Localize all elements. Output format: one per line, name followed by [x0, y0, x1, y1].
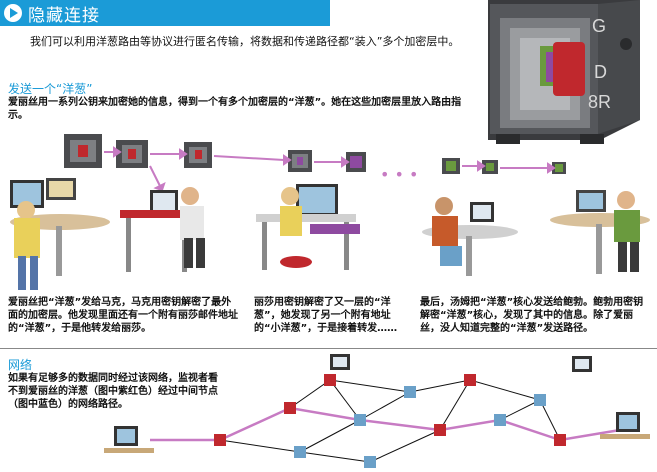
safe-letter-g: G	[592, 16, 606, 36]
safe-letter-d: D	[594, 62, 607, 82]
network-title: 网络	[8, 358, 33, 372]
section-divider	[0, 348, 657, 349]
mark-desk-scene	[120, 187, 205, 272]
big-safe-illustration	[488, 0, 640, 144]
network-desk-top-right	[572, 356, 592, 372]
safe-letter-8r: 8R	[588, 92, 611, 112]
onion-path-arrows	[104, 146, 556, 192]
step-caption-lisa: 丽莎用密钥解密了又一层的“洋葱”，她发现了另一个附有地址的“小洋葱”，于是接着转…	[254, 297, 398, 334]
step-caption-mark: 爱丽丝把“洋葱”发给马克，马克用密钥解密了最外面的加密层。他发现里面还有一个附有…	[8, 297, 238, 334]
section-header: 隐藏连接	[0, 0, 330, 26]
network-desk-top-left	[330, 354, 350, 370]
onion-safe-6	[442, 158, 460, 174]
onion-safe-7	[482, 160, 498, 174]
network-body: 如果有足够多的数据同时经过该网络，监视者看不到爱丽丝的洋葱（图中紫红色）经过中间…	[8, 373, 218, 410]
network-diagram	[104, 354, 650, 468]
onion-safe-8	[552, 162, 566, 174]
sending-body: 爱丽丝用一系列公钥来加密她的信息，得到一个有多个加密层的“洋葱”。她在这些加密层…	[8, 97, 462, 121]
onion-safe-4	[288, 150, 312, 172]
onion-safe-5	[346, 152, 366, 172]
alice-desk-scene	[10, 178, 110, 290]
tom-desk-scene	[422, 197, 518, 276]
lisa-desk-scene	[256, 184, 360, 270]
bob-desk-scene	[550, 190, 650, 274]
step-caption-bob: 最后，汤姆把“洋葱”核心发送给鲍勃。鲍勃用密钥解密“洋葱”核心，发现了其中的信息…	[420, 297, 644, 334]
play-arrow-icon	[4, 4, 22, 22]
page-title: 隐藏连接	[28, 5, 100, 26]
ellipsis-dots: • • •	[380, 165, 418, 184]
bob-network-desk	[600, 412, 650, 439]
alice-network-desk	[104, 426, 154, 453]
intro-paragraph: 我们可以利用洋葱路由等协议进行匿名传输，将数据和传递路径都“装入”多个加密层中。	[30, 35, 460, 48]
onion-safe-2	[116, 140, 148, 168]
onion-safe-1	[64, 134, 102, 168]
sending-title: 发送一个“洋葱”	[8, 82, 93, 96]
onion-safe-3	[184, 142, 212, 168]
